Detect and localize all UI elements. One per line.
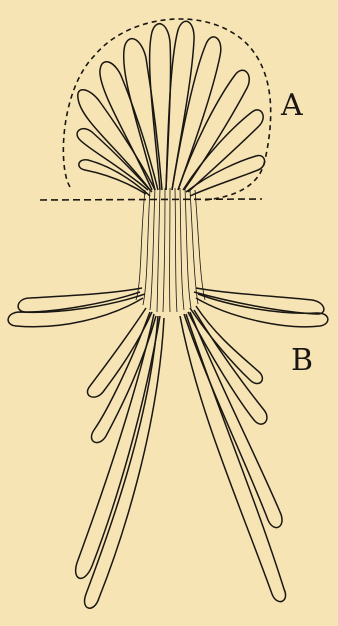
lower-tentacles bbox=[8, 288, 328, 608]
horizontal-dashed-line bbox=[40, 199, 262, 200]
crown-petals bbox=[77, 21, 264, 196]
label-a: A bbox=[281, 91, 303, 121]
label-b: B bbox=[291, 346, 313, 376]
central-stalk bbox=[136, 188, 205, 312]
